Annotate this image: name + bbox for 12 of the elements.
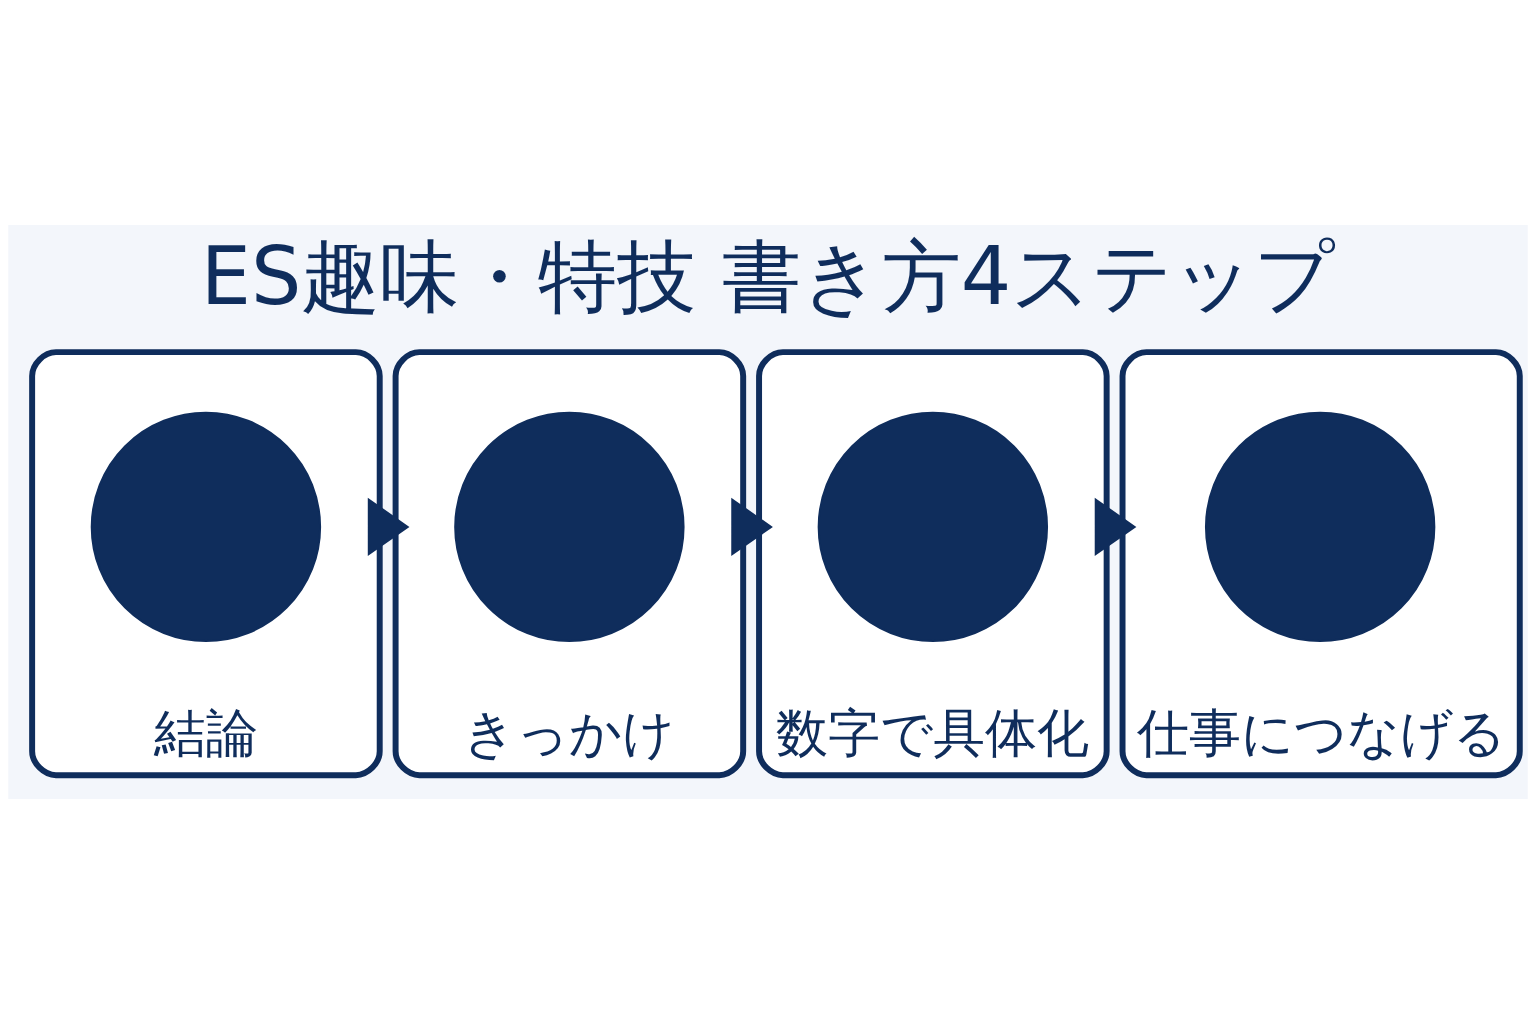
cluster: 数字で具体化	[756, 349, 1110, 779]
diagram-title: ES趣味・特技 書き方4ステップ	[200, 230, 1336, 324]
node-circle	[90, 411, 322, 643]
arrow	[731, 497, 773, 557]
arrow	[1094, 497, 1137, 557]
node-circle	[454, 411, 685, 643]
arrow	[367, 497, 410, 557]
cluster: 仕事につなげる	[1119, 349, 1523, 779]
cluster: 結論	[29, 349, 383, 779]
node-circle	[817, 411, 1049, 643]
node-circle	[1204, 411, 1436, 643]
cluster: きっかけ	[392, 349, 747, 779]
